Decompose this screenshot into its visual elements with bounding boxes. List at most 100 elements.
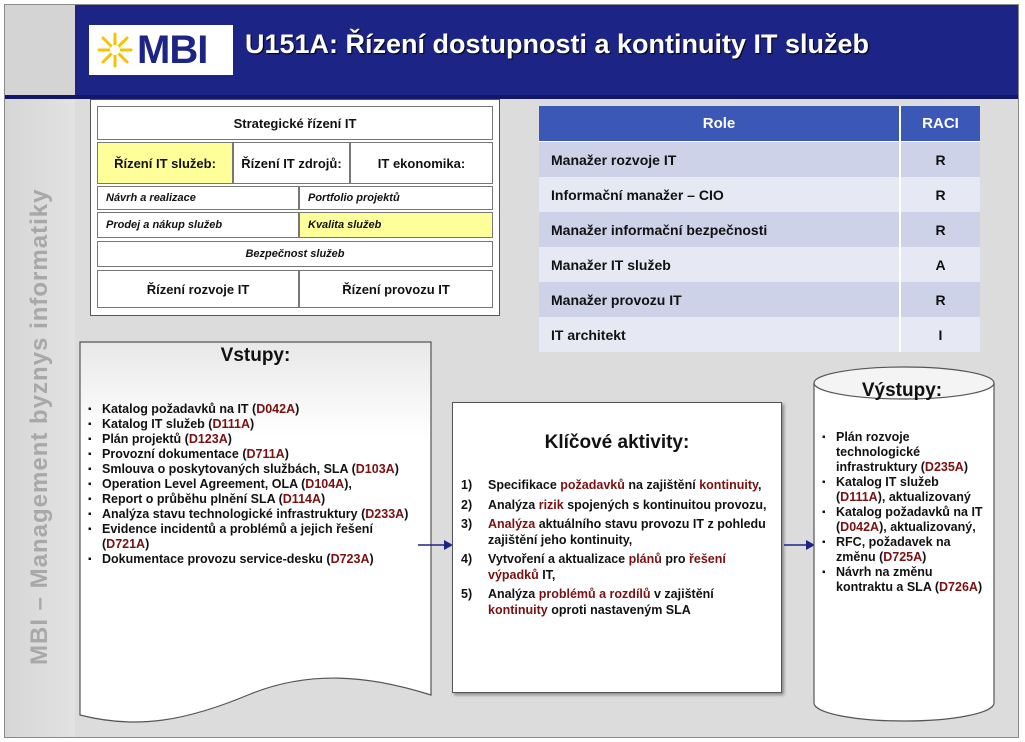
output-suffix: , aktualizovaný,: [883, 520, 976, 534]
org-operations: Řízení provozu IT: [299, 270, 493, 308]
page-title: U151A: Řízení dostupnosti a kontinuity I…: [245, 29, 870, 59]
logo: MBI: [89, 25, 233, 75]
input-code: D042A: [256, 402, 296, 416]
org-strategic: Strategické řízení IT: [97, 106, 493, 140]
inputs-title: Vstupy:: [220, 345, 291, 366]
output-text: Katalog IT služeb: [836, 475, 939, 489]
outputs-title: Výstupy:: [861, 380, 943, 401]
table-row: Informační manažer – CIO R: [539, 177, 980, 212]
list-item: 5)Analýza problémů a rozdílů v zajištění…: [461, 587, 776, 618]
list-item: Katalog IT služeb (D111A), aktualizovaný: [822, 475, 987, 505]
activity-text: aktuálního stavu provozu IT z pohledu za…: [488, 517, 766, 547]
raci-header: Role RACI: [539, 106, 980, 141]
list-item: Report o průběhu plnění SLA (D114A): [88, 492, 418, 507]
org-sales: Prodej a nákup služeb: [97, 212, 299, 238]
raci-header-raci: RACI: [899, 106, 980, 141]
list-item: 3)Analýza aktuálního stavu provozu IT z …: [461, 517, 776, 548]
raci-value: A: [899, 247, 980, 282]
table-row: IT architekt I: [539, 317, 980, 352]
input-text: Operation Level Agreement, OLA: [102, 477, 298, 491]
inputs-list: Katalog požadavků na IT (D042A) Katalog …: [88, 402, 418, 567]
input-text: Report o průběhu plnění SLA: [102, 492, 276, 506]
outputs-list: Plán rozvoje technologické infrastruktur…: [822, 430, 987, 595]
input-code: D114A: [282, 492, 322, 506]
activity-highlight: rizik: [538, 497, 564, 512]
raci-role: IT architekt: [539, 317, 899, 352]
activity-highlight: kontinuity: [488, 602, 548, 617]
activity-text: pro: [661, 552, 690, 566]
list-item: 4)Vytvoření a aktualizace plánů pro řeše…: [461, 552, 776, 583]
list-item: Návrh na změnu kontraktu a SLA (D726A): [822, 565, 987, 595]
activity-highlight: plánů: [628, 552, 662, 566]
output-text: Návrh na změnu kontraktu a SLA: [836, 565, 933, 594]
table-row: Manažer provozu IT R: [539, 282, 980, 317]
raci-value: I: [899, 317, 980, 352]
raci-value: R: [899, 212, 980, 247]
arrow-right-icon: [418, 540, 453, 550]
list-item: Provozní dokumentace (D711A): [88, 447, 418, 462]
input-text: Evidence incidentů a problémů a jejich ř…: [102, 522, 373, 536]
raci-value: R: [899, 142, 980, 177]
org-economics: IT ekonomika:: [350, 142, 493, 184]
activity-highlight: požadavků: [560, 478, 625, 492]
org-development: Řízení rozvoje IT: [97, 270, 299, 308]
list-item: Operation Level Agreement, OLA (D104A),: [88, 477, 418, 492]
list-item: RFC, požadavek na změnu (D725A): [822, 535, 987, 565]
activity-text: Vytvoření a aktualizace: [488, 552, 629, 566]
activities-list: 1) Specifikace požadavků na zajištění kon…: [461, 478, 776, 622]
input-text: Analýza stavu technologické infrastruktu…: [102, 507, 358, 521]
activity-text: oproti nastaveným SLA: [547, 602, 691, 617]
activities-title: Klíčové aktivity:: [544, 432, 690, 453]
org-quality: Kvalita služeb: [299, 212, 493, 238]
raci-value: R: [899, 282, 980, 317]
input-code: D721A: [106, 537, 146, 551]
side-strip: [5, 5, 75, 737]
list-item: Katalog požadavků na IT (D042A), aktuali…: [822, 505, 987, 535]
activity-number: 2): [461, 497, 473, 512]
output-code: D726A: [939, 580, 978, 594]
list-item: Smlouva o poskytovaných službách, SLA (D…: [88, 462, 418, 477]
list-item: Plán projektů (D123A): [88, 432, 418, 447]
list-item: Plán rozvoje technologické infrastruktur…: [822, 430, 987, 475]
activity-number: 4): [461, 552, 473, 566]
activity-number: 1): [461, 478, 473, 492]
list-item: Evidence incidentů a problémů a jejich ř…: [88, 522, 418, 552]
arrow-right-icon: [784, 540, 815, 550]
org-resources: Řízení IT zdrojů:: [233, 142, 350, 184]
logo-text: MBI: [137, 27, 208, 72]
org-service-mgmt: Řízení IT služeb:: [97, 142, 233, 184]
input-text: Dokumentace provozu service-desku: [102, 552, 323, 566]
star-burst-icon: [97, 32, 133, 68]
activity-text: na zajištění: [624, 478, 700, 492]
activity-highlight: problémů a rozdílů: [538, 587, 651, 601]
activity-highlight: kontinuity: [699, 478, 759, 492]
output-text: Katalog požadavků na IT: [836, 505, 983, 519]
output-suffix: , aktualizovaný: [881, 490, 971, 504]
input-code: D104A: [305, 477, 345, 491]
activity-text: Specifikace: [488, 478, 561, 492]
list-item: Dokumentace provozu service-desku (D723A…: [88, 552, 418, 567]
raci-value: R: [899, 177, 980, 212]
activity-highlight: Analýza: [488, 517, 536, 531]
activity-text: Analýza: [488, 587, 539, 601]
input-text: Katalog IT služeb: [102, 417, 205, 431]
activities-box: [452, 402, 782, 693]
input-code: D233A: [365, 507, 405, 521]
activity-text: spojených s kontinuitou provozu,: [563, 497, 767, 512]
list-item: 1) Specifikace požadavků na zajištění kon…: [461, 478, 776, 494]
org-design: Návrh a realizace: [97, 186, 299, 210]
header-shadow: [5, 95, 1018, 99]
raci-header-role: Role: [539, 106, 899, 141]
input-text: Provozní dokumentace: [102, 447, 239, 461]
activity-text: v zajištění: [650, 587, 714, 601]
list-item: 2) Analýza rizik spojených s kontinuitou …: [461, 498, 776, 514]
activity-text: ,: [758, 478, 762, 492]
org-chart: Strategické řízení IT Řízení IT služeb: …: [90, 99, 500, 316]
activity-text: Analýza: [488, 497, 539, 512]
list-item: Analýza stavu technologické infrastruktu…: [88, 507, 418, 522]
output-text: Plán rozvoje technologické infrastruktur…: [836, 430, 921, 474]
output-code: D235A: [924, 460, 964, 474]
output-code: D111A: [840, 490, 878, 504]
input-code: D723A: [330, 552, 370, 566]
raci-role: Manažer IT služeb: [539, 247, 899, 282]
